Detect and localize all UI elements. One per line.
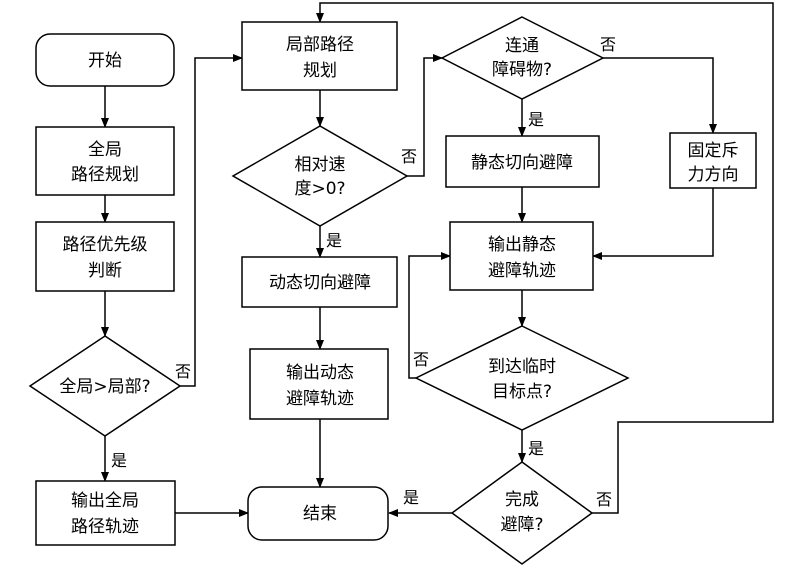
output-static-box — [449, 221, 594, 291]
connected-obstacle-diamond — [440, 16, 605, 100]
output-static-label-2: 避障轨迹 — [488, 261, 556, 281]
output-global-label-1: 输出全局 — [71, 491, 139, 511]
nodes: 开始 全局 路径规划 路径优先级 判断 全局>局部? 输出全局 路径轨迹 局部路… — [28, 16, 757, 565]
label-global-gt-local-yes: 是 — [111, 451, 127, 470]
label-global-gt-local-no: 否 — [175, 362, 191, 381]
local-plan-box — [241, 21, 398, 91]
edge-reach-no-to-output-static — [408, 252, 451, 379]
done-avoid-diamond — [450, 461, 594, 565]
local-plan-label-2: 规划 — [303, 61, 337, 81]
edge-fixed-to-output-static — [592, 188, 714, 260]
global-plan-label-2: 路径规划 — [71, 165, 139, 185]
edge-decision-no-to-local-plan — [180, 54, 243, 387]
done-avoid-label-2: 避障? — [500, 515, 543, 535]
label-relative-speed-no: 否 — [401, 147, 417, 166]
priority-label-1: 路径优先级 — [63, 235, 148, 255]
reach-temp-target-diamond — [414, 325, 630, 431]
global-plan-label-1: 全局 — [88, 140, 122, 160]
label-reach-yes: 是 — [528, 439, 544, 458]
output-dynamic-label-2: 避障轨迹 — [286, 389, 354, 409]
fixed-force-label-1: 固定斥 — [688, 141, 739, 161]
local-plan-label-1: 局部路径 — [286, 35, 354, 55]
edges — [101, 2, 774, 517]
priority-box — [35, 221, 175, 292]
dynamic-avoid-label: 动态切向避障 — [269, 273, 371, 293]
reach-temp-target-label-2: 目标点? — [492, 382, 552, 402]
relative-speed-diamond — [231, 125, 409, 227]
fixed-force-label-2: 力方向 — [688, 165, 739, 185]
connected-obstacle-label-1: 连通 — [505, 36, 539, 56]
output-dynamic-box — [249, 348, 389, 420]
fixed-force-box — [669, 132, 757, 189]
dynamic-avoid-box — [241, 256, 398, 308]
relative-speed-label-2: 度>0? — [294, 179, 345, 199]
output-static-label-1: 输出静态 — [488, 235, 556, 255]
label-connected-no: 否 — [600, 35, 616, 54]
end-label: 结束 — [303, 504, 337, 524]
output-global-label-2: 路径轨迹 — [71, 517, 139, 537]
label-done-yes: 是 — [403, 488, 419, 507]
global-gt-local-diamond — [28, 335, 182, 437]
global-plan-box — [35, 126, 175, 196]
edge-done-no-to-local-plan — [316, 2, 774, 514]
start-terminal — [35, 33, 175, 87]
end-terminal — [247, 486, 389, 541]
output-dynamic-label-1: 输出动态 — [286, 363, 354, 383]
priority-label-2: 判断 — [88, 261, 122, 281]
done-avoid-label-1: 完成 — [505, 490, 539, 510]
static-avoid-label: 静态切向避障 — [471, 153, 573, 173]
start-label: 开始 — [88, 51, 122, 71]
edge-connected-no-to-fixed — [603, 57, 717, 134]
relative-speed-label-1: 相对速 — [295, 155, 346, 175]
connected-obstacle-label-2: 障碍物? — [492, 60, 552, 80]
output-global-box — [35, 480, 176, 546]
edge-speed-no-to-connected — [407, 54, 443, 177]
edge-labels: 否 是 否 是 否 是 否 是 是 否 — [111, 35, 616, 509]
static-avoid-box — [445, 135, 600, 188]
reach-temp-target-label-1: 到达临时 — [488, 357, 556, 377]
label-reach-no: 否 — [413, 350, 429, 369]
label-relative-speed-yes: 是 — [326, 231, 342, 250]
label-connected-yes: 是 — [528, 110, 544, 129]
label-done-no: 否 — [596, 490, 612, 509]
global-gt-local-label: 全局>局部? — [59, 377, 150, 397]
